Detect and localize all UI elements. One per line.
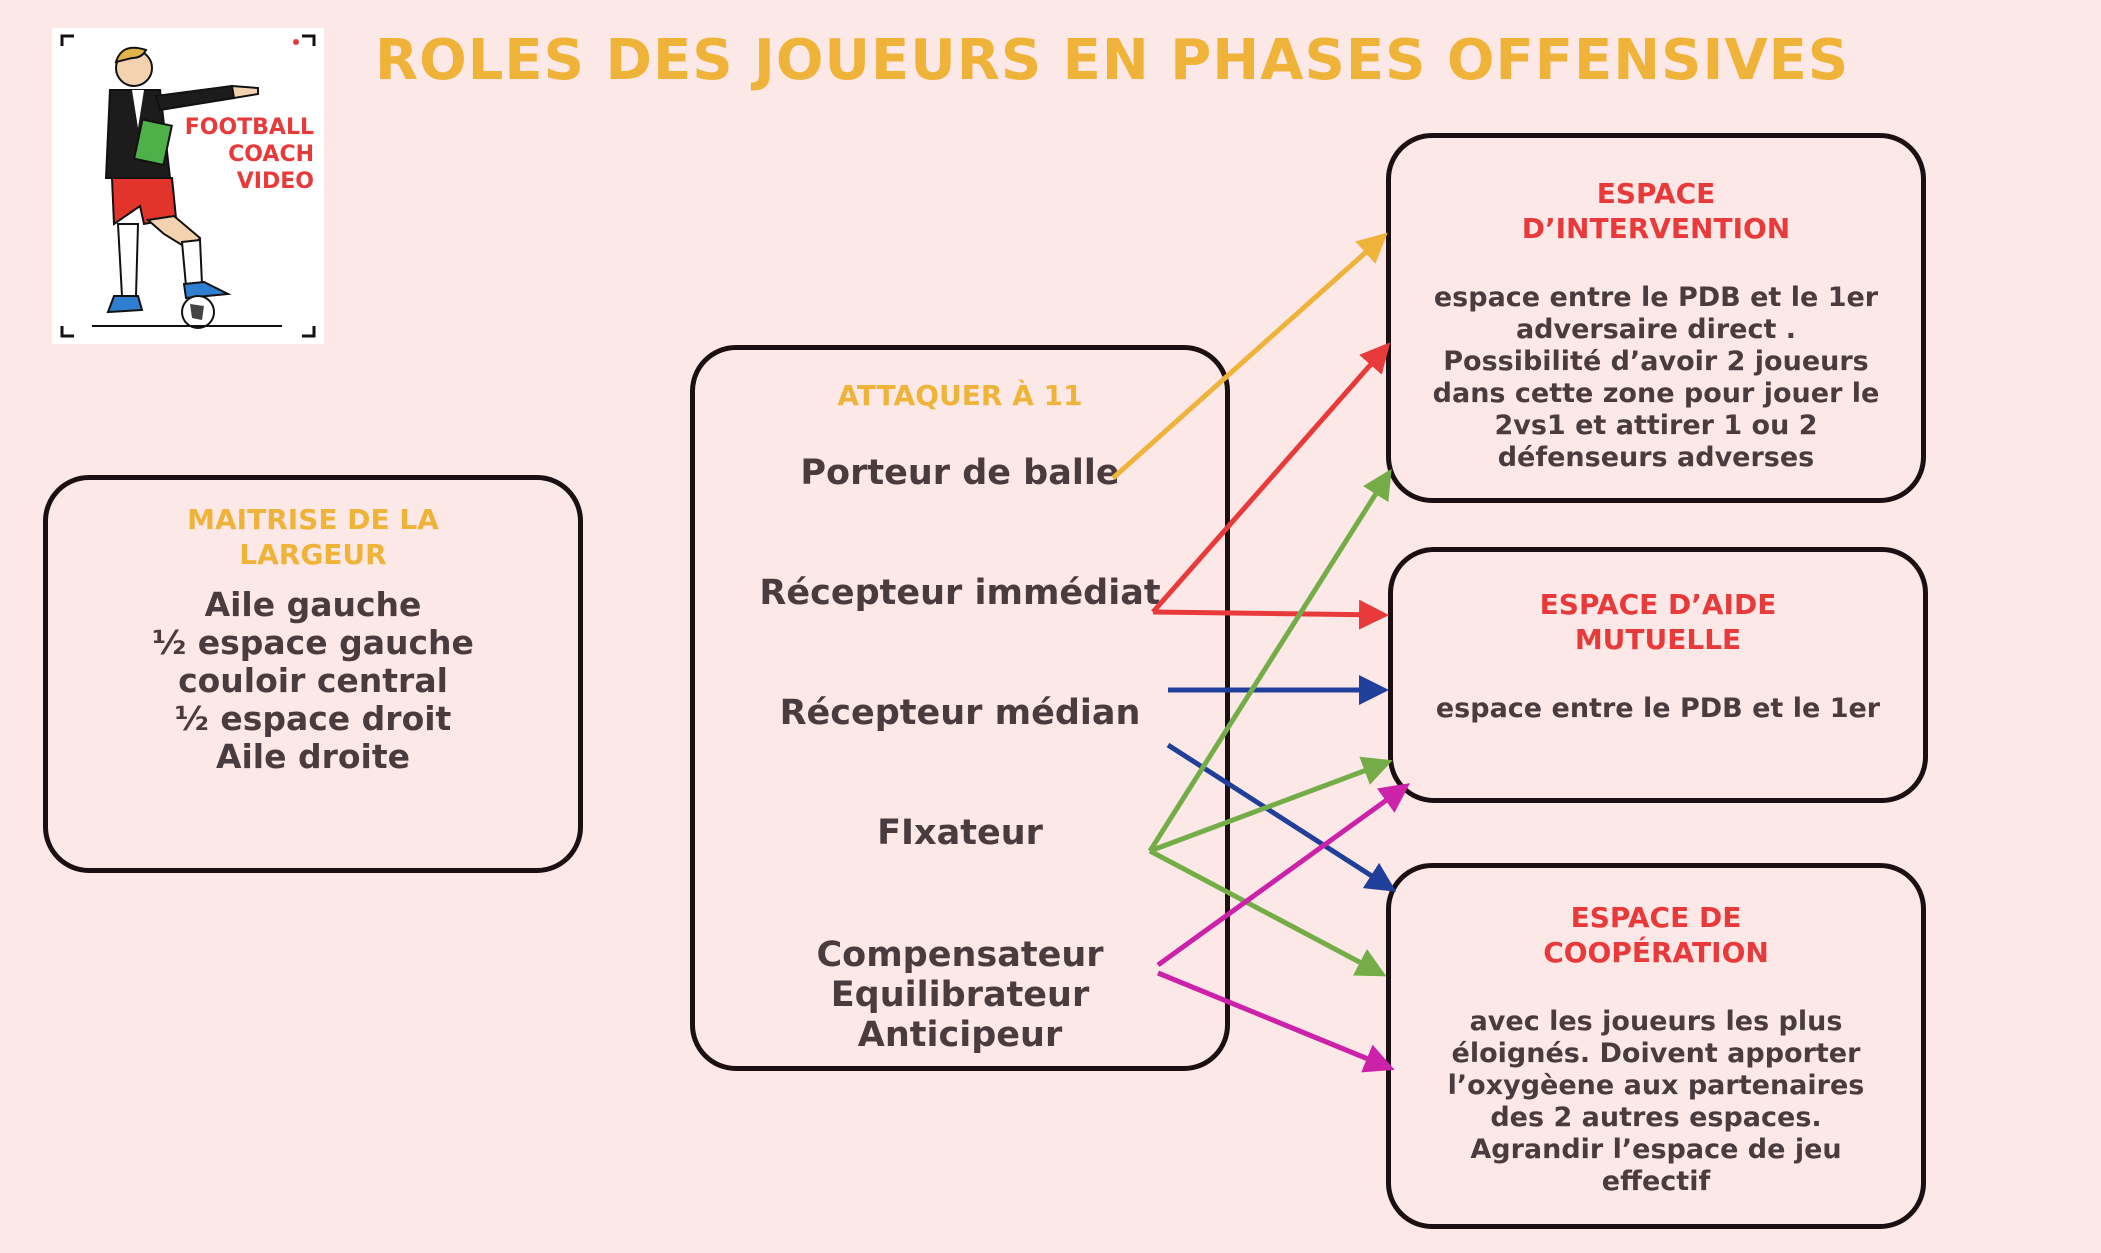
largeur-title-line-2: LARGEUR [239, 538, 387, 571]
largeur-item: ½ espace droit [174, 699, 452, 738]
cooperation-line: l’oxygèene aux partenaires [1447, 1070, 1865, 1101]
role-fixateur: FIxateur [877, 813, 1043, 853]
logo: FOOTBALL COACH VIDEO [52, 28, 324, 344]
mutuelle-title: ESPACE D’AIDE MUTUELLE [1393, 587, 1923, 657]
logo-line-2: COACH [228, 142, 314, 167]
largeur-title-line-1: MAITRISE DE LA [187, 503, 439, 536]
role-recepteur-immediat: Récepteur immédiat [759, 573, 1161, 613]
role-equilibrateur: Equilibrateur [830, 975, 1090, 1015]
role-recepteur-median: Récepteur médian [779, 693, 1141, 733]
largeur-item: couloir central [178, 661, 448, 700]
intervention-line: défenseurs adverses [1497, 442, 1815, 473]
coach-illustration [60, 34, 316, 338]
intervention-title-line-2: D’INTERVENTION [1521, 212, 1791, 245]
intervention-title-line-1: ESPACE [1596, 177, 1716, 210]
page-title: ROLES DES JOUEURS EN PHASES OFFENSIVES [375, 28, 1850, 93]
logo-line-3: VIDEO [236, 169, 314, 194]
role-compensateur: Compensateur [816, 935, 1104, 975]
cooperation-line: éloignés. Doivent apporter [1451, 1038, 1861, 1069]
intervention-line: espace entre le PDB et le 1er [1433, 282, 1879, 313]
largeur-box: MAITRISE DE LA LARGEUR Aile gauche ½ esp… [43, 475, 583, 873]
mutuelle-box: ESPACE D’AIDE MUTUELLE espace entre le P… [1388, 547, 1928, 803]
largeur-item: Aile droite [215, 737, 411, 776]
mutuelle-title-line-2: MUTUELLE [1574, 623, 1742, 656]
intervention-title: ESPACE D’INTERVENTION [1391, 176, 1921, 246]
attaquer-title: ATTAQUER À 11 [837, 379, 1083, 412]
intervention-line: adversaire direct . [1515, 314, 1797, 345]
intervention-line: 2vs1 et attirer 1 ou 2 [1494, 410, 1818, 441]
role-porteur-de-balle: Porteur de balle [800, 453, 1120, 493]
cooperation-box: ESPACE DE COOPÉRATION avec les joueurs l… [1386, 863, 1926, 1229]
mutuelle-description: espace entre le PDB et le 1er [1435, 693, 1881, 724]
cooperation-description: avec les joueurs les plus éloignés. Doiv… [1391, 1006, 1921, 1198]
intervention-description: espace entre le PDB et le 1er adversaire… [1391, 282, 1921, 474]
role-anticipeur: Anticipeur [857, 1015, 1063, 1055]
cooperation-line: des 2 autres espaces. [1490, 1102, 1822, 1133]
cooperation-line: Agrandir l’espace de jeu [1470, 1134, 1842, 1165]
intervention-line: Possibilité d’avoir 2 joueurs [1443, 346, 1869, 377]
cooperation-title-line-1: ESPACE DE [1570, 901, 1742, 934]
cooperation-title-line-2: COOPÉRATION [1543, 936, 1769, 969]
cooperation-title: ESPACE DE COOPÉRATION [1391, 900, 1921, 970]
attaquer-box: ATTAQUER À 11 Porteur de balle Récepteur… [690, 345, 1230, 1071]
largeur-item: Aile gauche [204, 585, 422, 624]
intervention-line: dans cette zone pour jouer le [1432, 378, 1880, 409]
largeur-item: ½ espace gauche [152, 623, 474, 662]
role-group-compensateur: Compensateur Equilibrateur Anticipeur [695, 935, 1225, 1055]
cooperation-line: effectif [1601, 1166, 1711, 1197]
largeur-list: Aile gauche ½ espace gauche couloir cent… [48, 586, 578, 776]
mutuelle-title-line-1: ESPACE D’AIDE [1539, 588, 1777, 621]
largeur-title: MAITRISE DE LA LARGEUR [48, 502, 578, 572]
logo-text: FOOTBALL COACH VIDEO [174, 114, 314, 195]
intervention-box: ESPACE D’INTERVENTION espace entre le PD… [1386, 133, 1926, 503]
logo-line-1: FOOTBALL [184, 115, 314, 140]
cooperation-line: avec les joueurs les plus [1469, 1006, 1843, 1037]
